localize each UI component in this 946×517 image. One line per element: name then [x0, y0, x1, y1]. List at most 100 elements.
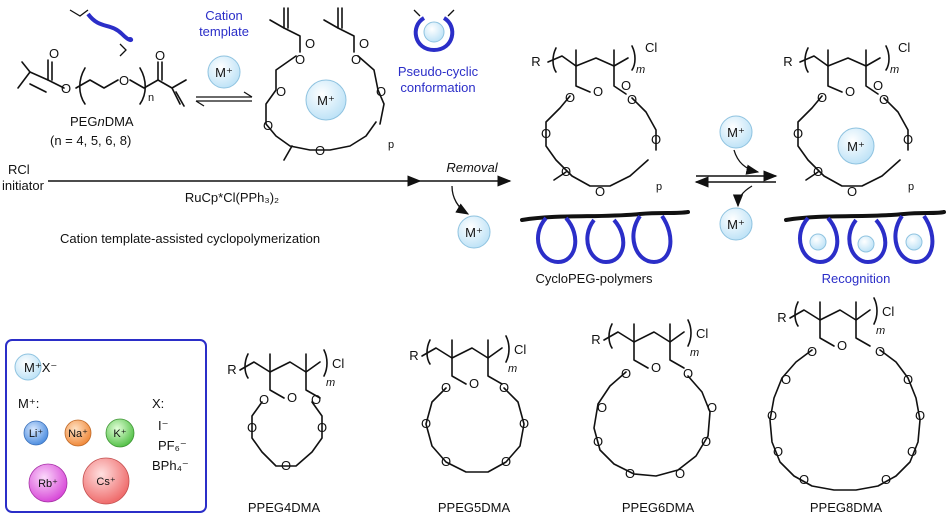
anion-pf6: PF₆⁻	[158, 438, 187, 453]
recognition-o-5: O	[793, 126, 803, 141]
ppeg8dma-o-11: O	[881, 472, 891, 487]
template-o-6: O	[376, 84, 386, 99]
recognition-o-4: O	[879, 92, 889, 107]
template-o-7: O	[263, 118, 273, 133]
ppeg4dma-o-2: O	[259, 392, 269, 407]
cyclopeg-cartoon	[520, 210, 690, 265]
ppeg8dma-label: PPEG8DMA	[810, 500, 883, 515]
template-o-5: O	[276, 84, 286, 99]
ppeg5dma-o-5: O	[519, 416, 529, 431]
ppeg4dma-r: R	[227, 362, 236, 377]
cyclopeg-o-2: O	[621, 78, 631, 93]
ppeg8dma-o-3: O	[875, 344, 885, 359]
released-cation-label: M⁺	[727, 217, 745, 232]
cation-template-label-1: Cation	[205, 8, 243, 23]
pseudo-cyclic-icon	[413, 9, 455, 53]
ppeg6dma-o-6: O	[593, 434, 603, 449]
removed-cation-icon	[457, 215, 491, 249]
ppeg8dma-o-6: O	[767, 408, 777, 423]
ppeg5dma-o-7: O	[501, 454, 511, 469]
ppeg6dma-r: R	[591, 332, 600, 347]
legend-m-header: M⁺:	[18, 396, 39, 411]
legend-x-header: X:	[152, 396, 164, 411]
recognition-cl-label: Cl	[898, 40, 910, 55]
equilibrium-arrows-2	[694, 170, 778, 188]
ppeg4dma-o-6: O	[281, 458, 291, 473]
cation-template-label-2: template	[199, 24, 249, 39]
ppeg5dma-o-2: O	[441, 380, 451, 395]
cyclopeg-label: CycloPEG-polymers	[535, 271, 653, 286]
ppeg6dma-o-4: O	[597, 400, 607, 415]
recognition-subscript-p: p	[908, 181, 914, 193]
templated-macrocycle	[265, 7, 385, 161]
cyclopeg-o-4: O	[627, 92, 637, 107]
cyclopeg-subscript-p: p	[656, 181, 662, 193]
ppeg4dma-o-3: O	[311, 392, 321, 407]
template-o-1: O	[305, 36, 315, 51]
cyclopeg-r-label: R	[531, 54, 540, 69]
recognition-label: Recognition	[822, 271, 891, 286]
cs-cation-label: Cs⁺	[96, 476, 115, 488]
ppeg4dma-m: m	[326, 377, 335, 389]
monomer-o-1: O	[61, 81, 71, 96]
incoming-cation-label: M⁺	[727, 125, 745, 140]
recognition-r-label: R	[783, 54, 792, 69]
pseudo-cyclic-label-1: Pseudo-cyclic	[398, 64, 479, 79]
ppeg8dma-o-2: O	[807, 344, 817, 359]
cyclopeg-o-6: O	[651, 132, 661, 147]
monomer-o-4: O	[49, 46, 59, 61]
ppeg8dma-m: m	[876, 325, 885, 337]
cyclopeg-structure	[545, 45, 657, 187]
ppeg5dma-o-6: O	[441, 454, 451, 469]
ppeg5dma-label: PPEG5DMA	[438, 500, 511, 515]
monomer-subscript-n: n	[148, 92, 154, 104]
cyclopeg-m-label: m	[636, 64, 645, 76]
recognition-o-3: O	[817, 90, 827, 105]
ppeg6dma-label: PPEG6DMA	[622, 500, 695, 515]
catalyst-label: RuCp*Cl(PPh₃)₂	[185, 190, 279, 205]
ppeg5dma-cl: Cl	[514, 342, 526, 357]
template-o-3: O	[295, 52, 305, 67]
k-cation-icon	[105, 418, 135, 448]
ppeg8dma-o-1: O	[837, 338, 847, 353]
released-cation-icon	[719, 207, 753, 241]
monomer-range: (n = 4, 5, 6, 8)	[50, 133, 131, 148]
ppeg4dma-o-4: O	[247, 420, 257, 435]
ppeg6dma-m: m	[690, 347, 699, 359]
template-o-8: O	[315, 143, 325, 158]
cyclopeg-o-7: O	[561, 164, 571, 179]
cyclopeg-o-8: O	[595, 184, 605, 199]
ppeg6dma-o-3: O	[683, 366, 693, 381]
ppeg4dma-label: PPEG4DMA	[248, 500, 321, 515]
ppeg5dma-o-3: O	[499, 380, 509, 395]
ppeg8dma-o-4: O	[781, 372, 791, 387]
ppeg8dma-cl: Cl	[882, 304, 894, 319]
release-curve-arrow	[732, 185, 753, 208]
recognition-structure	[797, 45, 909, 187]
ppeg6dma-o-9: O	[675, 466, 685, 481]
monomer-o-2: O	[119, 73, 129, 88]
removed-cation-label: M⁺	[465, 225, 483, 240]
rb-cation-icon	[28, 463, 68, 503]
anion-iodide: I⁻	[158, 418, 168, 433]
pseudo-cyclic-label-2: conformation	[400, 80, 475, 95]
template-cation-icon	[305, 79, 347, 121]
cyclopeg-o-5: O	[541, 126, 551, 141]
ppeg6dma-o-1: O	[651, 360, 661, 375]
removal-label: Removal	[446, 160, 498, 175]
ppeg6dma-o-5: O	[707, 400, 717, 415]
li-cation-icon	[23, 420, 49, 446]
ppeg4dma-cl: Cl	[332, 356, 344, 371]
ppeg4dma-o-5: O	[317, 420, 327, 435]
monomer-o-3: O	[155, 48, 165, 63]
bound-cation-label: M⁺	[847, 139, 865, 154]
cation-icon	[207, 55, 241, 89]
cs-cation-icon	[82, 457, 130, 505]
template-o-2: O	[359, 36, 369, 51]
peg-chain-icon	[69, 9, 134, 57]
recognition-cartoon	[784, 210, 946, 265]
ppeg8dma-o-8: O	[773, 444, 783, 459]
ppeg5dma-r: R	[409, 348, 418, 363]
bound-cation-icon	[837, 127, 875, 165]
